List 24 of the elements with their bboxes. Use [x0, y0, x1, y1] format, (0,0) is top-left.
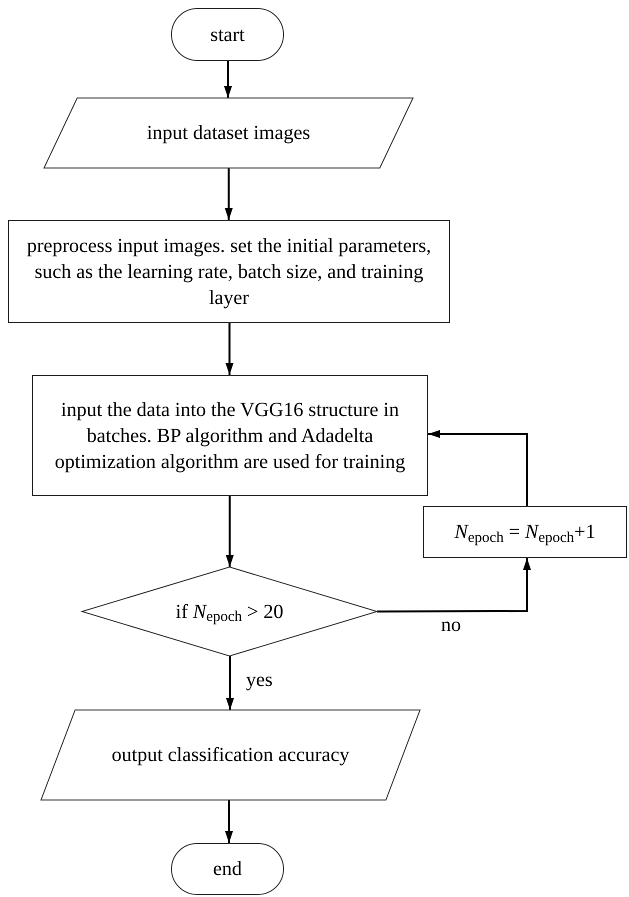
node-text: output classification accuracy	[110, 743, 350, 768]
arrow	[226, 323, 234, 375]
arrow	[224, 168, 233, 220]
process-box	[32, 375, 428, 496]
input-output-parallelogram	[41, 710, 420, 800]
process-box	[8, 220, 450, 323]
arrow	[224, 61, 232, 98]
arrow	[225, 800, 233, 843]
node-text: end	[212, 857, 243, 882]
arrow	[377, 558, 531, 612]
edge-label: yes	[246, 669, 273, 691]
input-output-parallelogram	[44, 98, 413, 168]
node-text: if N$_{epoch}$ > 20	[174, 600, 284, 624]
node-text: input dataset images	[146, 121, 312, 146]
node-text: preprocess input images. set the initial parameters, such as the learning rate, batch size, and training layer	[26, 234, 432, 310]
node-text: input the data into the VGG16 structure in batches. BP algorithm and Adadelta optimization algorithm are used for training	[54, 398, 406, 474]
process-box	[423, 506, 627, 558]
edge-label: no	[441, 614, 461, 636]
node-text: N$_{epoch}$ = N$_{epoch}$+1	[453, 520, 596, 545]
arrow	[428, 430, 528, 506]
decision-diamond	[82, 567, 377, 656]
node-text: start	[209, 22, 246, 48]
arrow	[226, 496, 234, 567]
arrow	[226, 656, 234, 710]
